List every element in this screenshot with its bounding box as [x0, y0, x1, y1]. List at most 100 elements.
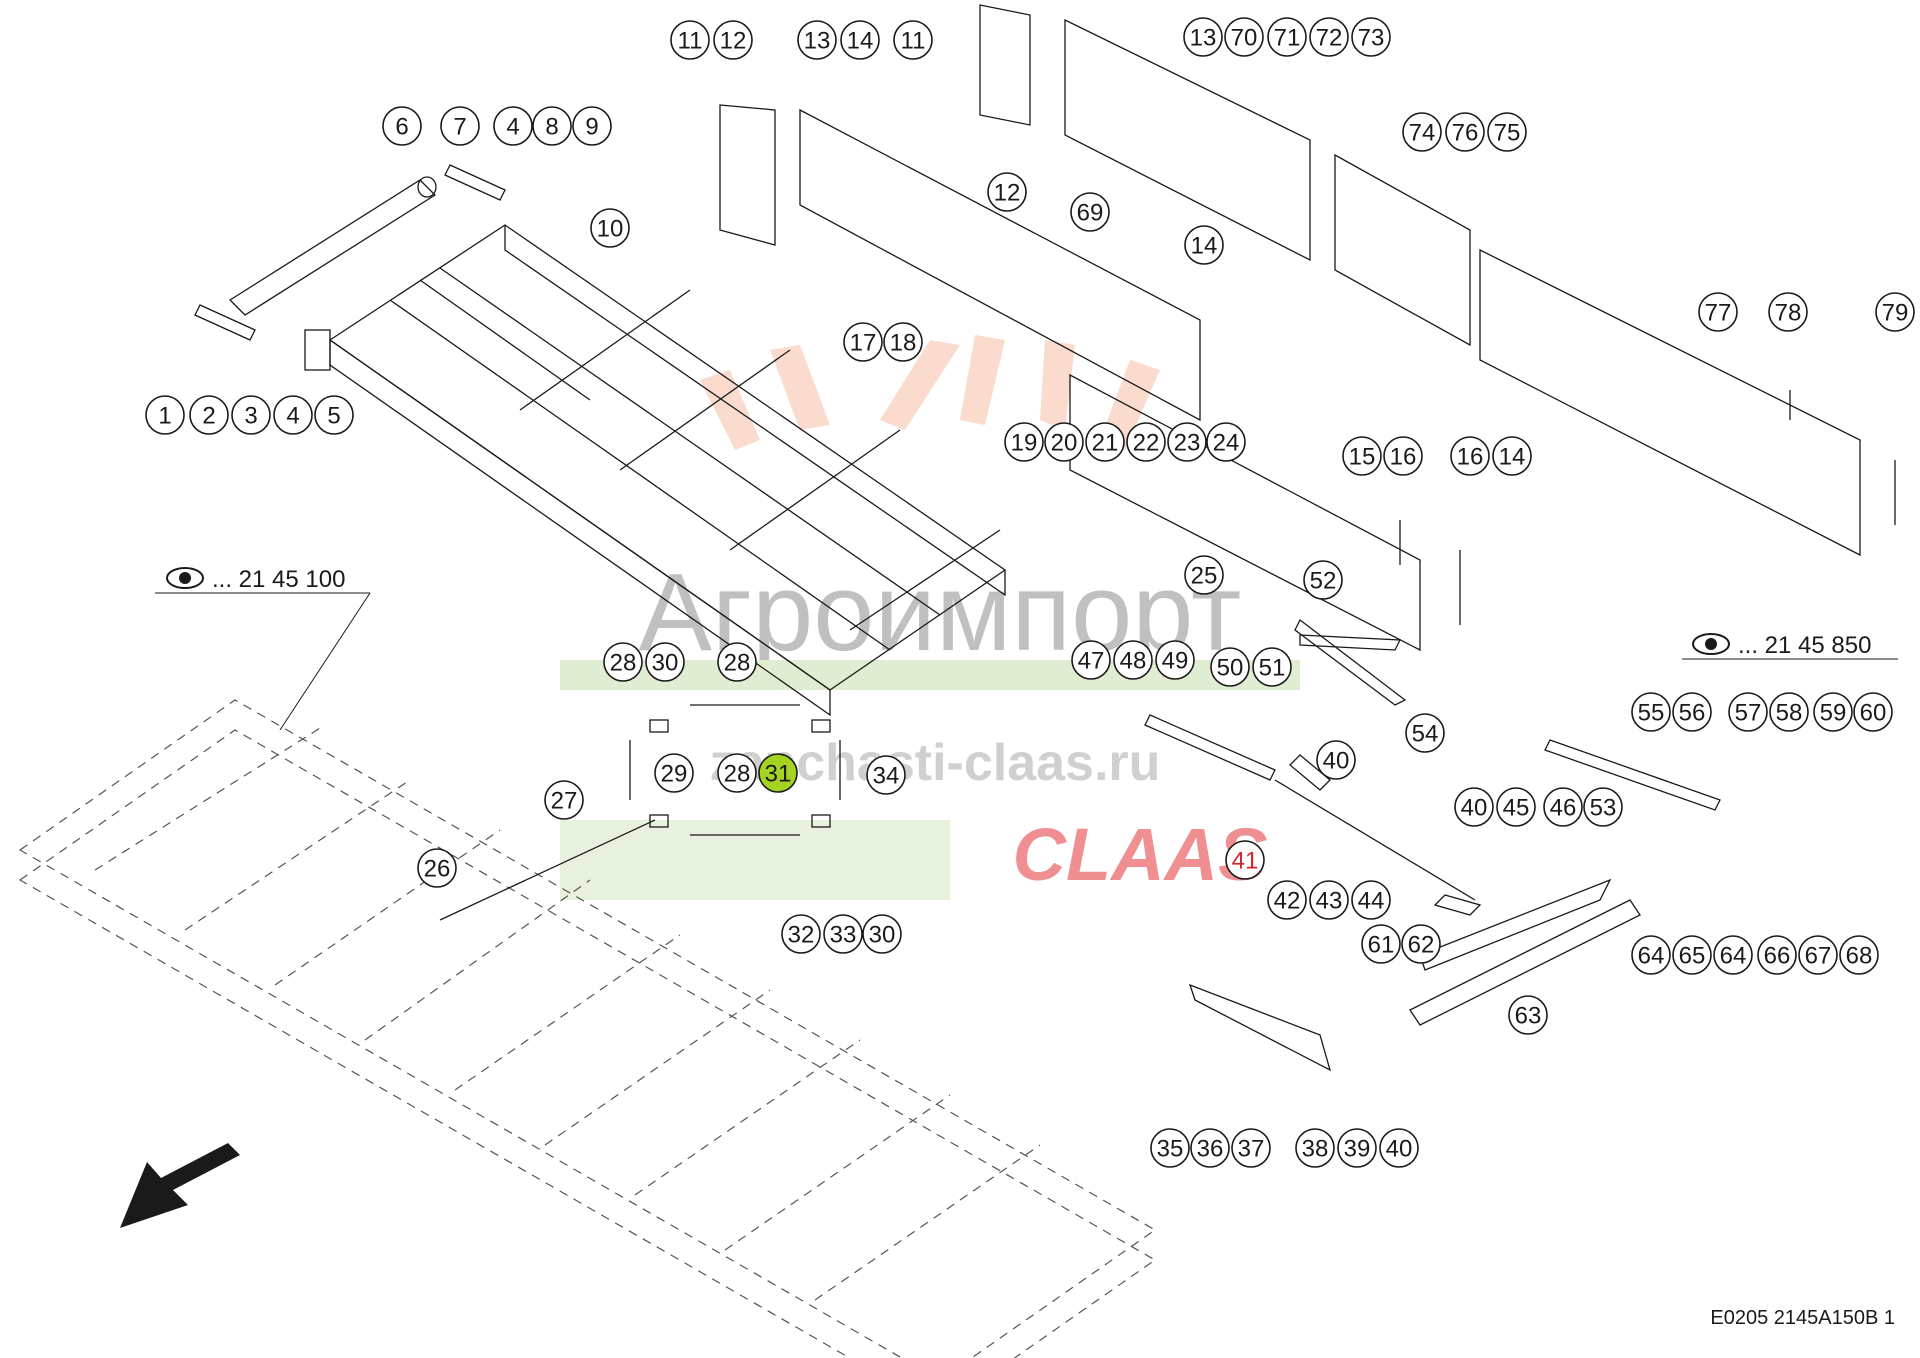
callout-c7: 7 [440, 106, 480, 146]
callout-circle [1631, 692, 1671, 732]
conveyor-belt [18, 699, 1157, 1358]
callout-circle [532, 106, 572, 146]
callout-circle [314, 395, 354, 435]
callout-circle [670, 20, 710, 60]
callout-label: 24 [1213, 430, 1240, 457]
callout-c63: 63 [1508, 995, 1548, 1035]
callout-label: 21 [1092, 430, 1119, 457]
callout-label: 28 [724, 650, 751, 677]
callout-label: 40 [1323, 748, 1350, 775]
callout-circle [1757, 935, 1797, 975]
callout-label: 2 [202, 403, 215, 430]
callout-circle [713, 20, 753, 60]
callout-label: 14 [1191, 233, 1218, 260]
callout-circle [758, 753, 798, 793]
callout-circle [440, 106, 480, 146]
callout-c71: 71 [1267, 17, 1307, 57]
callout-circle [840, 20, 880, 60]
callout-c42: 42 [1267, 880, 1307, 920]
callout-c40c: 40 [1379, 1128, 1419, 1168]
callout-c13b: 13 [1183, 17, 1223, 57]
callout-c14b: 14 [1184, 225, 1224, 265]
callout-label: 35 [1157, 1136, 1184, 1163]
callout-label: 7 [453, 114, 466, 141]
callout-circle [572, 106, 612, 146]
callout-label: 77 [1705, 300, 1732, 327]
callout-c61: 61 [1361, 924, 1401, 964]
callout-label: 11 [901, 28, 926, 55]
callout-c75: 75 [1487, 112, 1527, 152]
callout-c18: 18 [883, 322, 923, 362]
callout-c49: 49 [1155, 640, 1195, 680]
callout-circle [1769, 692, 1809, 732]
callout-c25: 25 [1184, 555, 1224, 595]
callout-label: 70 [1231, 25, 1258, 52]
callout-c29: 29 [654, 753, 694, 793]
callout-label: 4 [286, 403, 299, 430]
callout-circle [1672, 935, 1712, 975]
callout-label: 49 [1162, 648, 1189, 675]
callout-circle [1184, 555, 1224, 595]
callout-label: 20 [1051, 430, 1078, 457]
callout-circle [1672, 692, 1712, 732]
callout-c46: 46 [1543, 787, 1583, 827]
callout-circle [1190, 1128, 1230, 1168]
callout-label: 44 [1358, 888, 1385, 915]
callout-circle [1875, 292, 1915, 332]
callout-label: 14 [1499, 444, 1526, 471]
callout-label: 22 [1133, 430, 1160, 457]
callout-circle [1295, 1128, 1335, 1168]
callout-c4a: 4 [273, 395, 313, 435]
callout-c5: 5 [314, 395, 354, 435]
callout-circle [1351, 880, 1391, 920]
callout-c55: 55 [1631, 692, 1671, 732]
callout-label: 40 [1386, 1136, 1413, 1163]
callout-label: 72 [1316, 25, 1343, 52]
callout-c60: 60 [1853, 692, 1893, 732]
callout-label: 60 [1860, 700, 1887, 727]
callout-circle [1150, 1128, 1190, 1168]
callout-c44: 44 [1351, 880, 1391, 920]
callout-circle [273, 395, 313, 435]
callout-c40a: 40 [1316, 740, 1356, 780]
callout-circle [1085, 422, 1125, 462]
callout-circle [544, 780, 584, 820]
callout-label: 51 [1259, 655, 1286, 682]
callout-label: 25 [1191, 563, 1218, 590]
watermark-sunburst [700, 335, 1160, 450]
callout-c76: 76 [1445, 112, 1485, 152]
callout-circle [1316, 740, 1356, 780]
callout-c51: 51 [1252, 647, 1292, 687]
callout-circle [781, 914, 821, 954]
callout-label: 47 [1078, 648, 1105, 675]
callout-label: 33 [830, 922, 857, 949]
callout-c78: 78 [1768, 292, 1808, 332]
callout-c27: 27 [544, 780, 584, 820]
callout-circle [1813, 692, 1853, 732]
callout-c24: 24 [1206, 422, 1246, 462]
callout-label: 16 [1390, 444, 1417, 471]
callout-c23: 23 [1167, 422, 1207, 462]
callout-label: 58 [1776, 700, 1803, 727]
arrow-down-left-icon [120, 1143, 240, 1228]
callout-c41: 41 [1225, 840, 1265, 880]
callout-circle [1167, 422, 1207, 462]
callout-c26: 26 [417, 848, 457, 888]
callout-label: 16 [1457, 444, 1484, 471]
callout-c31-highlighted: 31 [758, 753, 798, 793]
callout-circle [1402, 112, 1442, 152]
callout-circle [1252, 647, 1292, 687]
callout-circle [1113, 640, 1153, 680]
callout-label: 74 [1409, 120, 1436, 147]
callout-label: 43 [1316, 888, 1343, 915]
callout-circle [1224, 17, 1264, 57]
callout-circle [1698, 292, 1738, 332]
callout-c28b: 28 [717, 642, 757, 682]
callout-circle [654, 753, 694, 793]
callout-c8: 8 [532, 106, 572, 146]
callout-circle [1543, 787, 1583, 827]
callout-circle [1401, 924, 1441, 964]
callout-circle [1798, 935, 1838, 975]
ref-left-text: ... 21 45 100 [212, 566, 345, 593]
